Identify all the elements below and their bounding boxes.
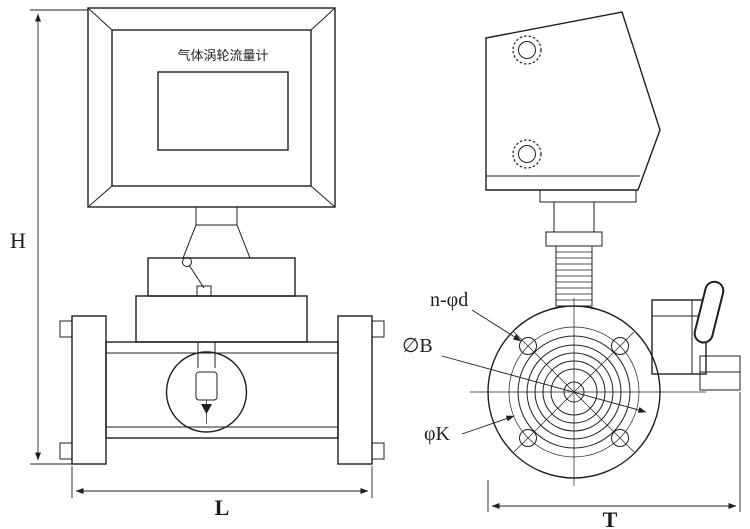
bolt-hole bbox=[611, 429, 629, 447]
body-upper-block bbox=[147, 257, 296, 297]
cable-gland-bottom bbox=[512, 139, 542, 169]
cable-gland-top-inner bbox=[518, 41, 536, 59]
stem-collar bbox=[195, 206, 238, 226]
lever-arm bbox=[188, 264, 205, 289]
head-stem bbox=[182, 206, 251, 259]
bolt-hole bbox=[519, 337, 537, 355]
bolt-circle-label: φK bbox=[424, 423, 451, 445]
neck-and-threads bbox=[545, 201, 603, 307]
display-head: 气体涡轮流量计 bbox=[87, 7, 336, 208]
lever-ball bbox=[182, 257, 192, 267]
dimension-h: H bbox=[10, 9, 88, 465]
body-lower-block bbox=[135, 295, 308, 343]
turbine-window bbox=[165, 342, 248, 433]
box-base-plate bbox=[539, 189, 637, 203]
bolt-hole bbox=[611, 337, 629, 355]
dimension-l-label: L bbox=[215, 495, 230, 520]
display-head-inner-frame bbox=[111, 29, 312, 187]
left-flange bbox=[71, 315, 107, 465]
pipe-body bbox=[105, 341, 339, 439]
display-screen bbox=[157, 71, 289, 151]
bolt-holes-leader bbox=[471, 309, 522, 342]
left-flange-tab-top bbox=[59, 320, 73, 338]
dimension-l: L bbox=[71, 466, 373, 520]
handle-group bbox=[693, 280, 725, 344]
pipe-and-flanges bbox=[59, 315, 385, 465]
bezel-corner-line bbox=[310, 7, 336, 31]
leader-annotations: n-φd ∅B φK bbox=[402, 289, 647, 445]
mount-plate bbox=[699, 355, 741, 391]
window-circle bbox=[165, 351, 248, 433]
device-title-label: 气体涡轮流量计 bbox=[177, 48, 268, 63]
bezel-corner-line bbox=[310, 185, 336, 208]
right-flange-tab-top bbox=[371, 320, 385, 338]
dimension-h-label: H bbox=[10, 228, 26, 253]
terminal-box-outline bbox=[485, 11, 661, 191]
bezel-corner-line bbox=[87, 7, 113, 31]
sensor-bracket bbox=[651, 280, 741, 391]
neck-collar bbox=[545, 231, 603, 247]
handle-grip bbox=[693, 280, 725, 344]
terminal-box bbox=[485, 11, 661, 203]
left-flange-tab-bottom bbox=[59, 442, 73, 460]
cable-gland-bottom-inner bbox=[518, 145, 536, 163]
right-flange-tab-bottom bbox=[371, 442, 385, 460]
stem-flare bbox=[182, 224, 251, 259]
display-head-bezel bbox=[87, 7, 336, 208]
dimension-t: T bbox=[487, 392, 741, 529]
bezel-corner-line bbox=[87, 185, 113, 208]
bolt-holes-label: n-φd bbox=[430, 289, 468, 311]
flange-face bbox=[470, 298, 706, 486]
right-flange bbox=[337, 315, 373, 465]
bolt-circle-leader bbox=[461, 415, 515, 435]
dimension-t-label: T bbox=[603, 507, 618, 529]
bolt-hole bbox=[519, 429, 537, 447]
side-view: n-φd ∅B φK T bbox=[402, 11, 741, 529]
body-diameter-leader bbox=[441, 355, 647, 413]
lever-pivot bbox=[196, 285, 212, 297]
rotor-insert bbox=[195, 371, 218, 401]
body-diameter-label: ∅B bbox=[402, 335, 433, 357]
front-view: 气体涡轮流量计 bbox=[10, 7, 385, 520]
cable-gland-top bbox=[512, 35, 542, 65]
neck-upper bbox=[553, 201, 595, 233]
meter-body bbox=[135, 257, 308, 343]
